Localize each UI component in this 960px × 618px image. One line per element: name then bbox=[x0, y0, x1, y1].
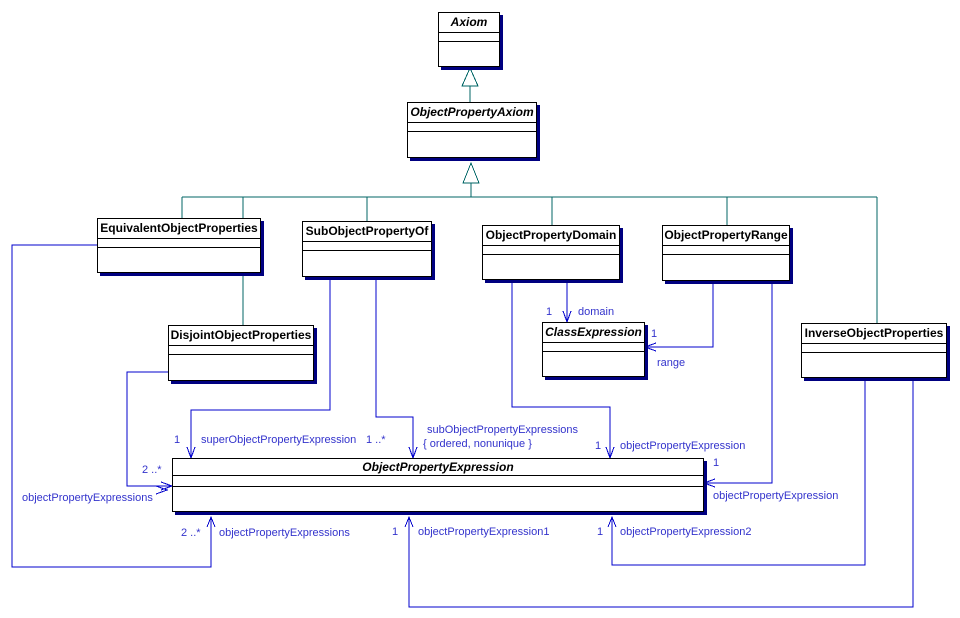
multiplicity-label: 1 bbox=[546, 306, 553, 318]
role-label: domain bbox=[578, 306, 615, 318]
class-title: ClassExpression bbox=[543, 323, 644, 343]
operations-compartment bbox=[483, 255, 619, 279]
operations-compartment bbox=[303, 251, 431, 276]
multiplicity-label: 1 bbox=[597, 526, 604, 538]
class-title: DisjointObjectProperties bbox=[169, 326, 313, 346]
arrowhead-up bbox=[404, 515, 414, 528]
assoc-range-to-classexpression bbox=[646, 281, 714, 348]
attributes-compartment bbox=[173, 476, 703, 487]
multiplicity-label: 1 bbox=[651, 328, 658, 340]
class-disjoint-object-properties: DisjointObjectProperties bbox=[168, 325, 314, 381]
role-label: objectPropertyExpressions bbox=[22, 492, 153, 504]
generalization-triangle-axiom bbox=[461, 66, 479, 87]
assoc-sub-super-ope bbox=[190, 277, 331, 457]
role-label: range bbox=[657, 357, 686, 369]
generalization-triangle-object-property-axiom bbox=[462, 161, 480, 184]
operations-compartment bbox=[173, 487, 703, 511]
arrowhead-left bbox=[702, 478, 716, 488]
role-label: subObjectPropertyExpressions bbox=[427, 424, 579, 436]
class-sub-object-property-of: SubObjectPropertyOf bbox=[302, 221, 432, 277]
arrowhead-right bbox=[155, 485, 169, 495]
role-label: superObjectPropertyExpression bbox=[201, 434, 357, 446]
class-title: ObjectPropertyExpression bbox=[173, 459, 703, 476]
assoc-range-to-ope bbox=[705, 281, 773, 484]
multiplicity-label: 1 bbox=[174, 434, 181, 446]
role-label: objectPropertyExpression bbox=[713, 490, 839, 502]
class-title: ObjectPropertyDomain bbox=[483, 226, 619, 246]
assoc-inverse-to-ope2 bbox=[611, 378, 866, 566]
multiplicity-label: 1 bbox=[392, 526, 399, 538]
assoc-sub-sub-ope bbox=[375, 277, 414, 457]
attributes-compartment bbox=[169, 346, 313, 355]
class-title: InverseObjectProperties bbox=[802, 324, 946, 344]
role-label: objectPropertyExpressions bbox=[219, 527, 350, 539]
class-title: Axiom bbox=[439, 13, 499, 33]
attributes-compartment bbox=[483, 246, 619, 255]
arrowhead-up bbox=[206, 515, 216, 528]
class-title: EquivalentObjectProperties bbox=[98, 219, 260, 239]
arrowhead-left bbox=[643, 342, 657, 352]
operations-compartment bbox=[439, 42, 499, 66]
class-title: ObjectPropertyRange bbox=[663, 226, 789, 246]
multiplicity-label: 1 ..* bbox=[366, 434, 386, 446]
operations-compartment bbox=[98, 248, 260, 272]
attributes-compartment bbox=[663, 246, 789, 255]
class-object-property-domain: ObjectPropertyDomain bbox=[482, 225, 620, 280]
class-class-expression: ClassExpression bbox=[542, 322, 645, 377]
association-lines bbox=[11, 244, 914, 608]
multiplicity-label: 1 bbox=[713, 457, 720, 469]
role-label: objectPropertyExpression bbox=[620, 440, 746, 452]
multiplicity-label: 2 ..* bbox=[142, 464, 162, 476]
role-label: objectPropertyExpression2 bbox=[620, 526, 752, 538]
attributes-compartment bbox=[439, 33, 499, 42]
operations-compartment bbox=[543, 352, 644, 376]
role-label: objectPropertyExpression1 bbox=[418, 526, 550, 538]
arrowhead-up bbox=[607, 515, 617, 528]
class-object-property-range: ObjectPropertyRange bbox=[662, 225, 790, 281]
assoc-equivalent-to-ope bbox=[11, 244, 212, 568]
class-object-property-expression: ObjectPropertyExpression bbox=[172, 458, 704, 512]
assoc-domain-to-ope bbox=[511, 280, 611, 457]
assoc-disjoint-to-ope bbox=[126, 371, 171, 487]
class-inverse-object-properties: InverseObjectProperties bbox=[801, 323, 947, 378]
multiplicity-label: 1 bbox=[595, 440, 602, 452]
class-object-property-axiom: ObjectPropertyAxiom bbox=[407, 102, 537, 158]
attributes-compartment bbox=[408, 123, 536, 132]
operations-compartment bbox=[408, 132, 536, 157]
constraint-label: { ordered, nonunique } bbox=[423, 438, 532, 450]
class-title: ObjectPropertyAxiom bbox=[408, 103, 536, 123]
operations-compartment bbox=[802, 353, 946, 377]
attributes-compartment bbox=[543, 343, 644, 352]
attributes-compartment bbox=[802, 344, 946, 353]
multiplicity-label: 2 ..* bbox=[181, 527, 201, 539]
attributes-compartment bbox=[98, 239, 260, 248]
attributes-compartment bbox=[303, 242, 431, 251]
assoc-inverse-to-ope1 bbox=[408, 378, 914, 608]
class-equivalent-object-properties: EquivalentObjectProperties bbox=[97, 218, 261, 273]
operations-compartment bbox=[169, 355, 313, 380]
class-title: SubObjectPropertyOf bbox=[303, 222, 431, 242]
operations-compartment bbox=[663, 255, 789, 280]
class-axiom: Axiom bbox=[438, 12, 500, 67]
